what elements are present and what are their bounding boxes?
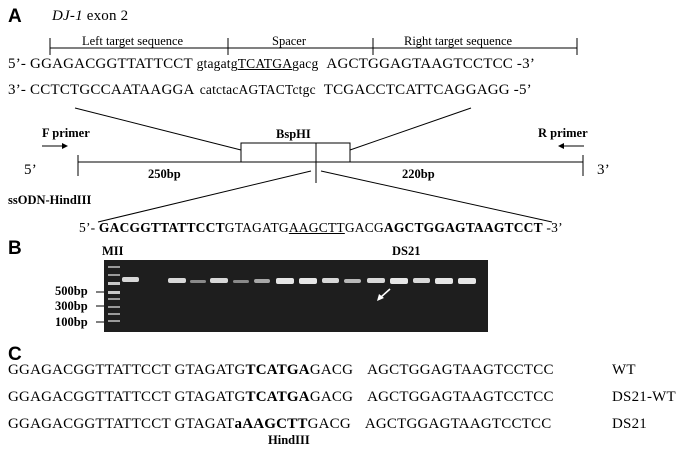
row-left: GGAGACGGTTATTCCT [8,389,171,405]
bsphi-site: TCATGA [237,56,293,71]
gene-name: DJ-1 [52,8,83,24]
ladder-label-100: 100bp [55,315,88,329]
ssodn-right-arm: AGCTGGAGTAAGTCCT [383,220,543,235]
ladder-band [108,298,120,300]
row-mid-a: GTAGAT [174,416,235,432]
left-target-label: Left target sequence [82,34,184,48]
five-prime-label: 5’ [24,162,37,178]
three-prime-label: 3’ [597,162,610,178]
sample-label: DS21 [392,244,421,258]
sequence-row: GGAGACGGTTATTCCT GTAGATaAAGCTTGACG AGCTG… [8,416,551,433]
right-target-label: Right target sequence [404,34,513,48]
ssodn-sequence: 5’- GACGGTTATTCCTGTAGATGAAGCTTGACGAGCTGG… [79,220,563,236]
ladder-band [108,320,120,322]
f-primer-label: F primer [42,126,90,140]
top-strand-spacer: gtagatgTCATGAgacg [197,56,319,71]
bottom-strand-right: TCGACCTCATTCAGGAGG [323,82,510,98]
gene-exon: exon 2 [82,8,129,24]
bottom-strand-left: CCTCTGCCAATAAGGA [30,82,194,98]
gel-band [190,280,206,283]
ladder-band [108,313,120,315]
top-strand-left: GGAGACGGTTATTCCT [30,56,193,72]
bottom-strand-sequence: 3’- CCTCTGCCAATAAGGA catctacAGTACTctgc T… [8,82,532,99]
gel-band [299,278,317,284]
gel-band [122,277,139,282]
ssodn-label: ssODN-HindIII [8,193,92,207]
gel-band [322,278,339,283]
top-strand-prefix: 5’- [8,56,31,72]
left-length-label: 250bp [148,167,181,181]
gel-band [254,279,270,283]
ladder-band [108,306,120,308]
arrow-icon [377,288,391,301]
agarose-gel [104,260,488,332]
marker-label: MII [102,244,124,258]
panel-c-letter: C [8,344,22,365]
row-left: GGAGACGGTTATTCCT [8,416,171,432]
r-primer-label: R primer [538,126,588,140]
gel-band [344,279,361,283]
row-left: GGAGACGGTTATTCCT [8,362,171,378]
row-mid-b: GACG [309,362,354,378]
row-tag: DS21 [612,416,647,432]
bottom-strand-prefix: 3’- [8,82,31,98]
top-strand-suffix: -3’ [512,56,536,72]
sequence-row: GGAGACGGTTATTCCT GTAGATGTCATGAGACG AGCTG… [8,389,554,406]
row-right: AGCTGGAGTAAGTCCTCC [367,362,554,378]
row-tag: DS21-WT [612,389,676,405]
gel-band [276,278,294,284]
right-length-label: 220bp [402,167,435,181]
row-mid-b: GACG [307,416,351,432]
row-right: AGCTGGAGTAAGTCCTCC [367,389,554,405]
gel-band [435,278,453,284]
ssodn-suffix: -3’ [542,220,563,235]
gel-band [168,278,186,283]
top-strand-sequence: 5’- GGAGACGGTTATTCCT gtagatgTCATGAgacg A… [8,56,535,73]
row-site: TCATGA [245,389,310,405]
gel-band [413,278,430,283]
panel-a-letter: A [8,6,22,27]
ssodn-left-arm: GACGGTTATTCCT [98,220,225,235]
ssodn-mid-a: GTAGATG [224,220,289,235]
ladder-band [108,291,120,294]
row-site: aAAGCTT [234,416,308,432]
hindiii-site: AAGCTT [288,220,345,235]
gel-band [367,278,385,283]
row-mid-a: GTAGATG [174,362,246,378]
ladder-band [108,282,120,285]
hindiii-label: HindIII [268,433,310,447]
top-strand-right: AGCTGGAGTAAGTCCTCC [326,56,513,72]
row-mid-b: GACG [309,389,354,405]
ladder-label-300: 300bp [55,299,88,313]
gene-title: DJ-1 exon 2 [52,8,128,25]
bsphi-label: BspHI [276,127,311,141]
row-right: AGCTGGAGTAAGTCCTCC [364,416,552,432]
top-spacer-a: gtagatg [196,56,238,71]
panel-b-letter: B [8,238,22,259]
row-site: TCATGA [245,362,310,378]
ladder-band [108,266,120,268]
ladder-label-500: 500bp [55,284,88,298]
sequence-row: GGAGACGGTTATTCCT GTAGATGTCATGAGACG AGCTG… [8,362,554,379]
ssodn-mid-b: GACG [344,220,384,235]
top-spacer-b: gacg [292,56,319,71]
ladder-band [108,274,120,276]
ssodn-prefix: 5’- [79,220,99,235]
gel-band [210,278,228,283]
bottom-strand-spacer: catctacAGTACTctgc [199,82,316,97]
row-mid-a: GTAGATG [174,389,246,405]
bottom-strand-suffix: -5’ [509,82,532,98]
gel-band [233,280,249,283]
row-tag: WT [612,362,636,378]
gel-band [390,278,408,284]
spacer-label: Spacer [272,34,307,48]
gel-band [458,278,476,284]
